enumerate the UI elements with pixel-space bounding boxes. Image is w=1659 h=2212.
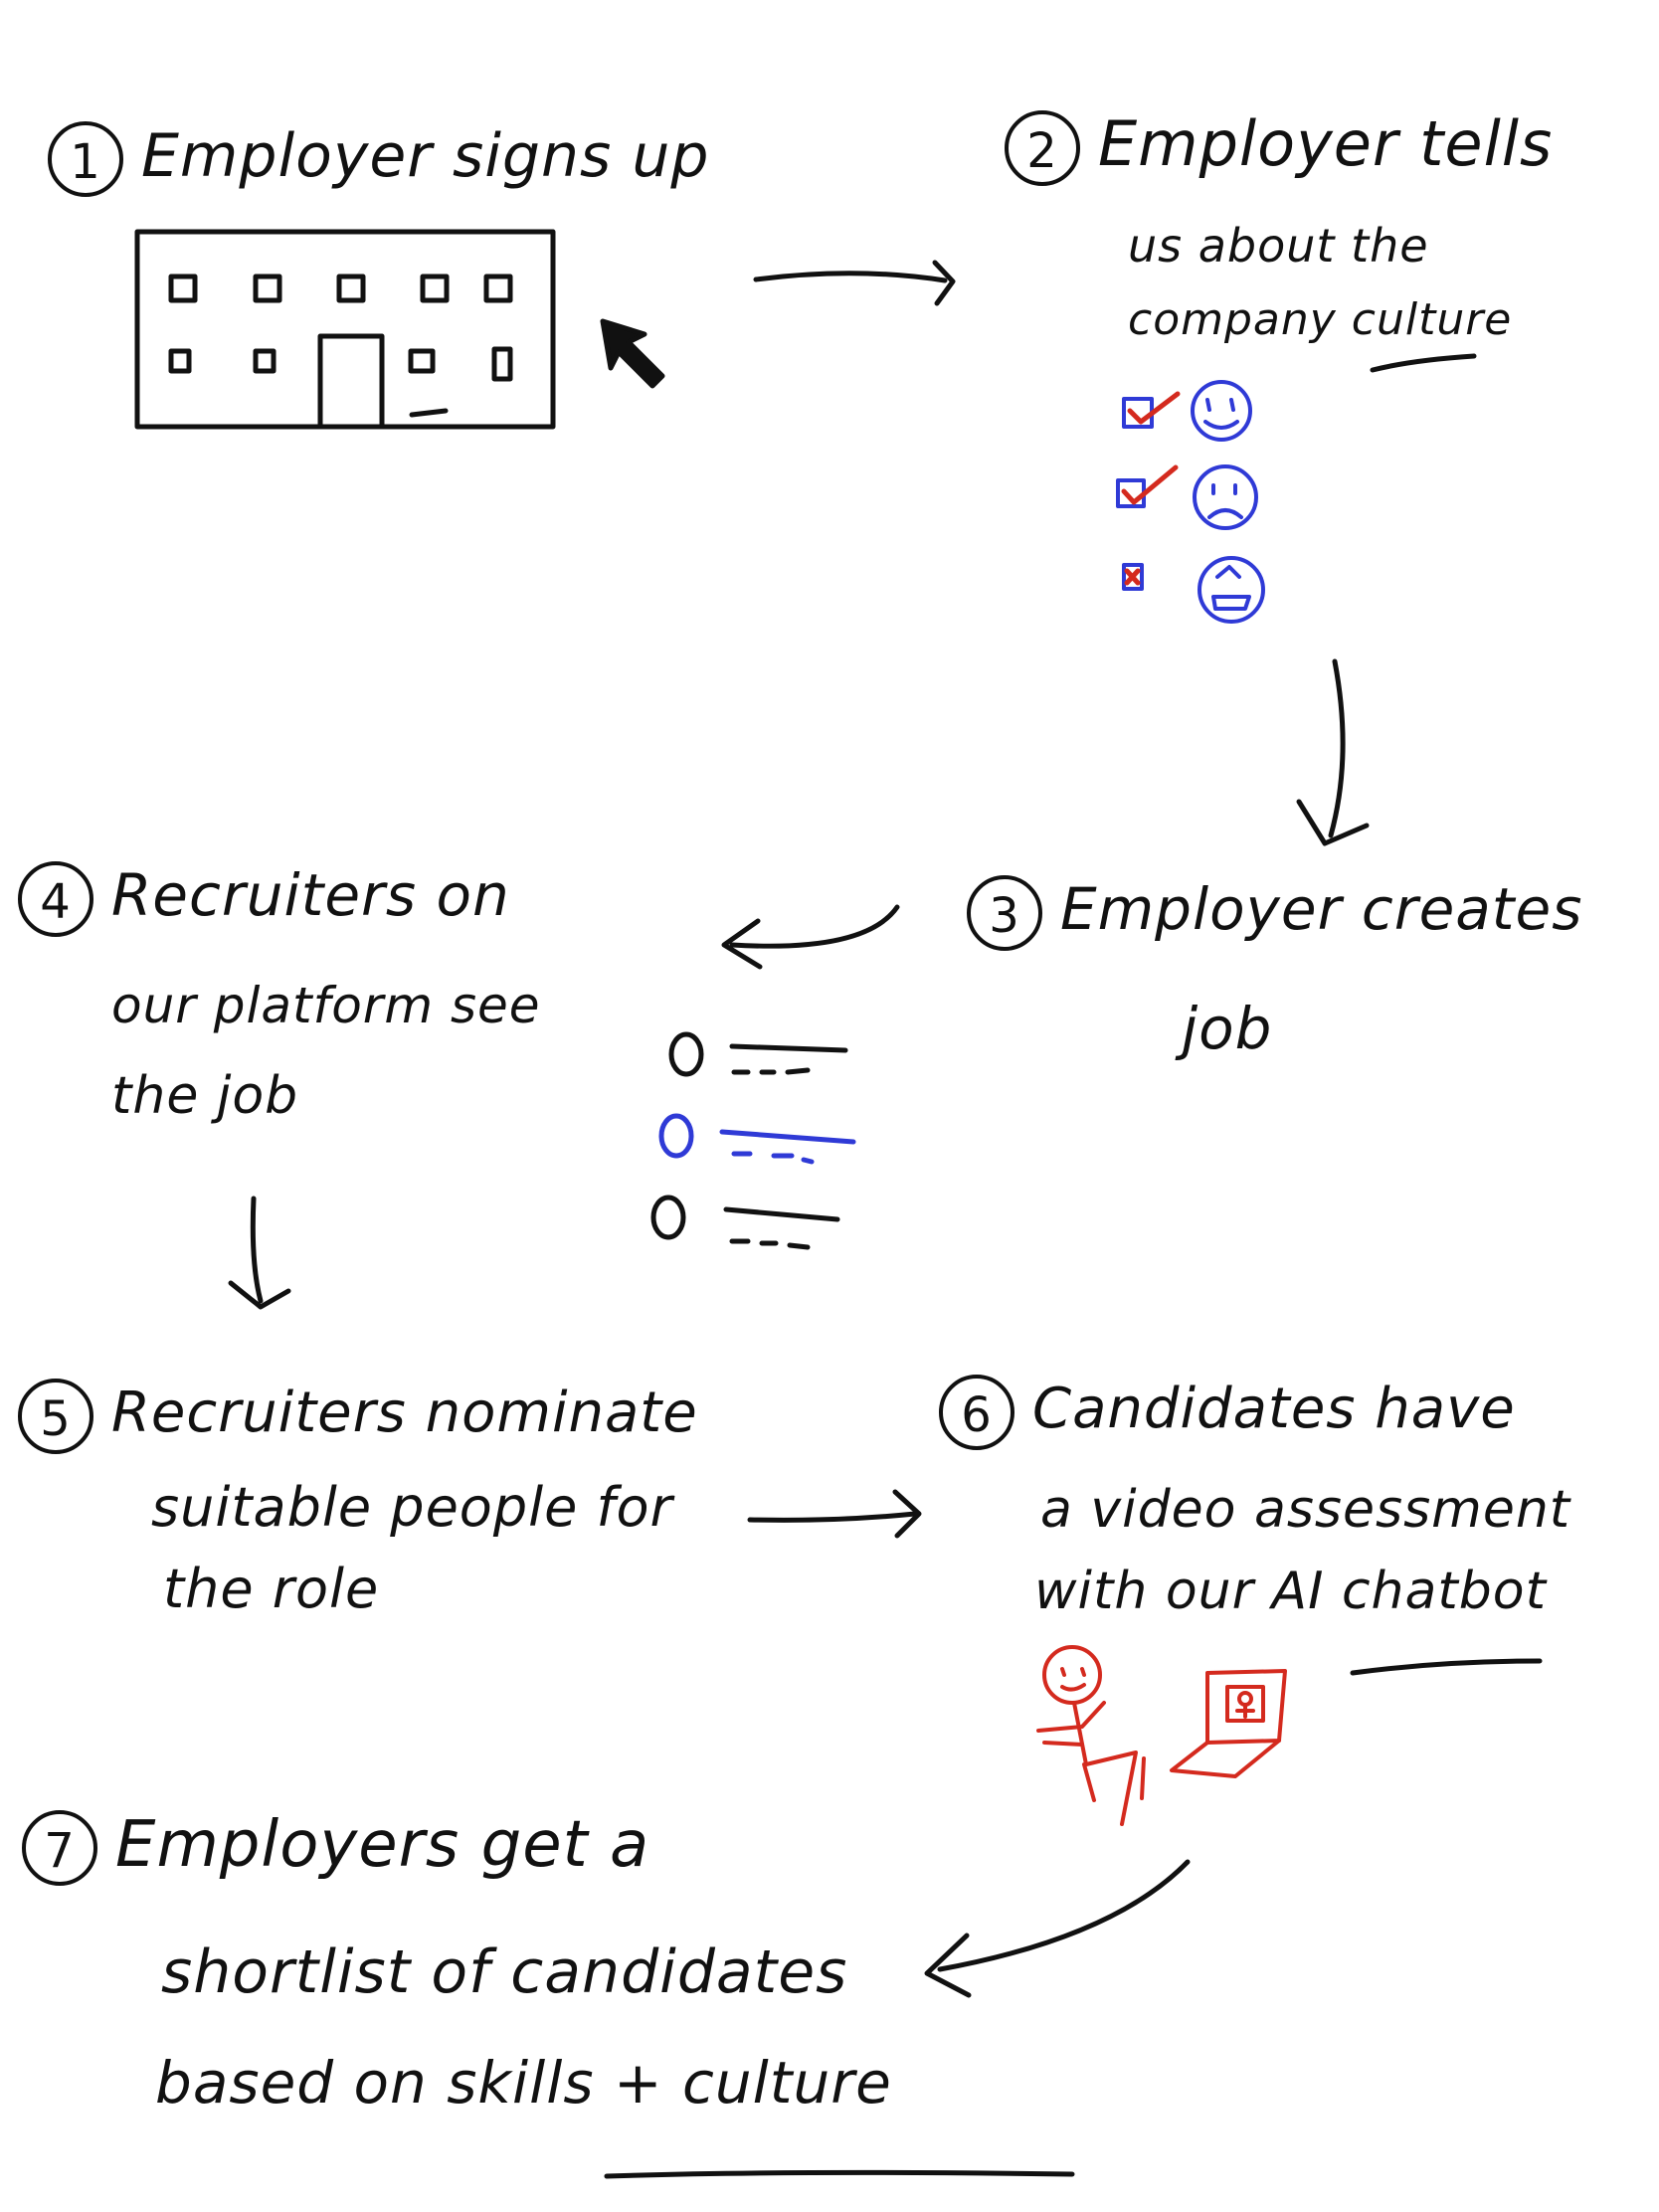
step-text: a video assessment — [1040, 1480, 1571, 1540]
step-number-badge: 6 — [939, 1375, 1014, 1450]
underline-skills-2 — [604, 2169, 1075, 2179]
stick-figure-icon — [1036, 1645, 1146, 1826]
step-text: Employer signs up — [141, 121, 710, 191]
step-4-line-2: our platform see — [111, 977, 541, 1034]
arrow-6-to-7 — [924, 1859, 1191, 1998]
step-6-line-3: with our AI chatbot — [1034, 1562, 1547, 1621]
step-6: 6 Candidates have — [939, 1375, 1516, 1450]
step-text: Candidates have — [1032, 1377, 1516, 1442]
arrow-1-to-2 — [753, 260, 956, 306]
laptop-icon — [1170, 1669, 1287, 1778]
arrow-2-to-3 — [1296, 658, 1370, 846]
step-6-line-2: a video assessment — [1040, 1480, 1570, 1540]
checkbox-icon — [1122, 397, 1154, 429]
step-4: 4 Recruiters on — [18, 861, 510, 937]
step-number-badge: 3 — [967, 875, 1042, 951]
step-text: our platform see — [111, 977, 541, 1034]
step-text: with our AI chatbot — [1034, 1562, 1547, 1621]
arrow-5-to-6 — [747, 1489, 922, 1539]
check-marks — [1121, 391, 1181, 586]
step-7-line-3: based on skills + culture — [155, 2049, 892, 2117]
step-number-badge: 2 — [1005, 109, 1080, 186]
confused-face-icon — [1198, 556, 1265, 624]
step-3: 3 Employer creates — [967, 875, 1582, 951]
step-2-line-2: us about the — [1128, 219, 1429, 273]
job-list-icon — [650, 1031, 856, 1250]
step-number-badge: 7 — [22, 1810, 97, 1887]
smiley-icon — [1191, 380, 1252, 442]
step-text: Employers get a — [115, 1808, 650, 1882]
step-number-badge: 5 — [18, 1379, 93, 1454]
step-text: based on skills + culture — [155, 2049, 892, 2117]
step-text: shortlist of candidates — [161, 1937, 848, 2007]
step-text: Employer creates — [1060, 875, 1583, 944]
step-5: 5 Recruiters nominate — [18, 1379, 698, 1454]
step-3-line-2: job — [1182, 995, 1272, 1062]
step-text: Employer tells — [1098, 107, 1554, 180]
step-text: company culture — [1128, 294, 1513, 345]
step-5-line-3: the role — [163, 1558, 379, 1620]
step-text: suitable people for — [151, 1476, 673, 1539]
building-icon — [134, 229, 556, 430]
underline-chatbot-2 — [1350, 1658, 1543, 1676]
step-text: the job — [111, 1066, 299, 1126]
step-text: the role — [163, 1558, 380, 1620]
step-2-line-3: company culture — [1128, 294, 1512, 345]
step-number-badge: 4 — [18, 861, 93, 937]
step-number-badge: 1 — [48, 121, 123, 198]
cursor-icon — [600, 318, 665, 389]
step-text: job — [1182, 995, 1273, 1062]
step-1: 1 Employer signs up — [48, 121, 710, 198]
step-text: Recruiters nominate — [111, 1381, 698, 1446]
arrow-3-to-4 — [721, 904, 900, 970]
underline-culture-2 — [1370, 353, 1477, 373]
step-4-line-3: the job — [111, 1066, 298, 1126]
step-text: Recruiters on — [111, 861, 510, 930]
checkbox-icon — [1122, 563, 1144, 591]
step-5-line-2: suitable people for — [151, 1476, 673, 1539]
step-7-line-2: shortlist of candidates — [161, 1937, 847, 2007]
arrow-4-to-5 — [228, 1196, 291, 1310]
sad-face-icon — [1193, 464, 1258, 530]
step-text: us about the — [1128, 219, 1429, 273]
